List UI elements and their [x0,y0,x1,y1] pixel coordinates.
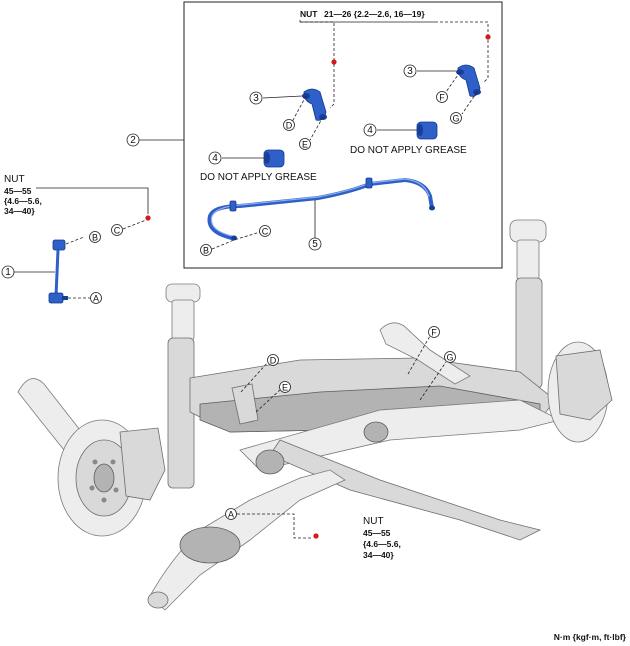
callout-4-left-text: 4 [212,153,218,164]
link-nut-marker [145,215,151,221]
bracket-left-dash [291,64,335,141]
callout-E-top [299,138,311,150]
callout-G-top [450,112,462,124]
inset-frame [183,1,503,269]
asm-d-dash [240,361,269,393]
callout-F-asm [428,326,440,338]
callout-4-left [208,151,222,165]
stabilizer-link [48,239,68,304]
bottom-torque-3: 34—40} [363,550,394,560]
bottom-nut-marker [313,533,319,539]
callout-3-left [249,91,263,105]
rear-suspension-assembly [17,219,613,611]
callout-4-right-text: 4 [367,125,373,136]
callout-C-link-text: C [114,226,121,236]
bracket-right-dash [445,40,489,115]
callout-B-inset [200,244,212,256]
callout-A-bottom [225,508,237,520]
callout-C-link [111,224,123,236]
callout-D-asm-text: D [270,356,277,366]
bushing-left [263,149,285,168]
callout-2-text: 2 [130,135,136,146]
nut-marker-right [485,34,491,40]
link-torque-1: 45—55 [4,186,32,196]
callout-A-link-text: A [93,294,99,304]
callout-5 [308,237,322,251]
callout-F-top [436,91,448,103]
bottom-torque-1: 45—55 [363,528,391,538]
callout-C-inset [259,225,271,237]
callout-D-top-text: D [286,121,293,131]
link-nut-leader [36,187,149,214]
callout-F-asm-text: F [431,328,437,338]
callout-G-asm-text: G [446,353,453,363]
no-grease-right: DO NOT APPLY GREASE [350,145,467,156]
callout-C-inset-text: C [262,227,269,237]
callout-G-top-text: G [452,114,459,124]
callout-D-top [283,119,295,131]
callout-3-left-leader [262,95,303,99]
callout-G-asm [444,351,456,363]
callout-E-asm [279,381,291,393]
link-nut-label: NUT [4,174,25,185]
asm-f-dash [407,335,431,375]
callout-D-asm [267,354,279,366]
callout-3-right-text: 3 [407,66,413,77]
units-note: N·m {kgf·m, ft·lbf} [554,632,627,642]
inset-nut-torque: 21—26 {2.2—2.6, 16—19} [324,9,425,19]
callout-5-text: 5 [312,239,318,250]
stabilizer-bar [207,177,435,241]
bottom-a-dash [237,513,312,539]
callout-4-right [363,123,377,137]
callout-3-right [403,64,417,78]
inset-bar-dash [211,231,261,250]
inset-nut-label: NUT [300,9,318,19]
callout-E-top-text: E [302,140,308,150]
link-torque-3: 34—40} [4,206,35,216]
callout-2 [126,133,140,147]
bushing-right [416,121,438,140]
callout-B-inset-text: B [203,246,209,256]
callout-1-text: 1 [5,267,11,278]
nut-marker-left [331,59,337,65]
link-b-dash [65,236,85,245]
bottom-torque-2: {4.6—5.6, [363,539,401,549]
callout-3-left-text: 3 [253,93,259,104]
callout-E-asm-text: E [282,383,288,393]
callout-1 [1,265,15,279]
callout-A-bottom-text: A [228,510,234,520]
no-grease-left: DO NOT APPLY GREASE [200,172,317,183]
callout-B-link [89,231,101,243]
asm-e-dash [255,389,281,413]
callout-B-link-text: B [92,233,98,243]
callout-A-link [90,292,102,304]
inset-nut-leader-right [435,21,489,35]
callout-F-top-text: F [439,93,445,103]
inset-nut-leader-left [300,21,335,60]
asm-g-dash [419,361,447,401]
bottom-nut-label: NUT [363,516,384,527]
link-torque-2: {4.6—5.6, [4,196,42,206]
link-c-dash [122,219,147,230]
